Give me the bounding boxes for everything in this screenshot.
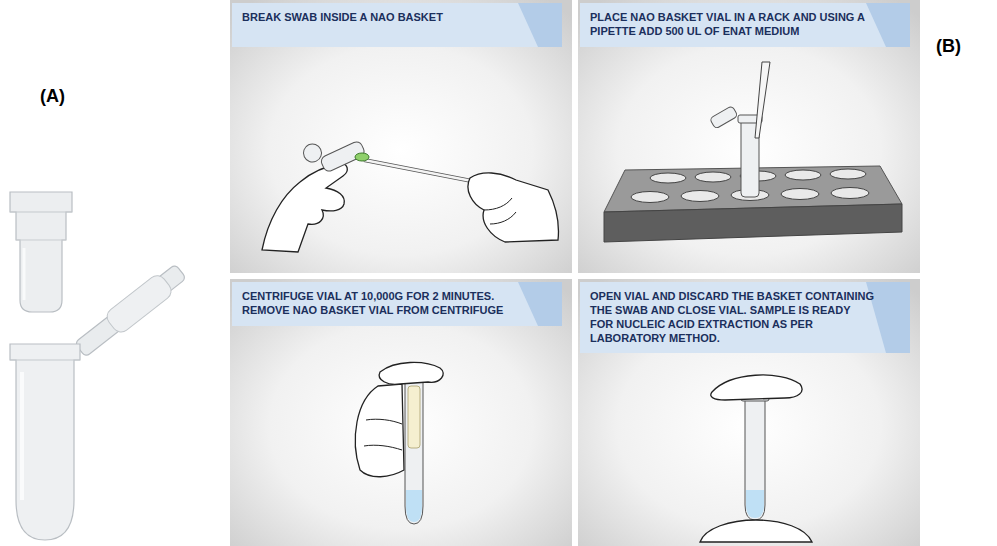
step-banner: CENTRIFUGE VIAL AT 10,000G FOR 2 MINUTES… <box>232 282 562 326</box>
banner-fill <box>580 282 910 353</box>
banner-tab <box>518 282 562 326</box>
liquid <box>746 490 764 518</box>
liquid <box>406 490 422 522</box>
finger <box>711 375 802 400</box>
rack-hole <box>781 189 819 200</box>
break-swab-illustration <box>262 125 559 252</box>
panel-label: (B) <box>936 36 961 57</box>
vial-rim <box>10 360 80 361</box>
nao-basket <box>10 192 72 312</box>
banner-tab <box>518 3 562 47</box>
vial <box>745 398 765 520</box>
banner-fill <box>580 3 910 47</box>
thumb <box>379 362 443 384</box>
step-text: BREAK SWAB INSIDE A NAO BASKET <box>242 10 526 24</box>
rack-hole <box>831 188 869 199</box>
rack-front <box>604 204 902 242</box>
swab-stick <box>364 160 482 183</box>
banner-shape <box>232 3 562 47</box>
hand <box>262 164 347 252</box>
swab-stick <box>364 160 482 183</box>
vial-body <box>10 344 80 540</box>
rack-hole <box>650 173 686 183</box>
basket-rim <box>10 212 72 213</box>
panel-ground <box>230 0 572 273</box>
banner-shape <box>580 3 910 47</box>
step-banner: BREAK SWAB INSIDE A NAO BASKET <box>232 3 562 47</box>
panel-ground <box>578 279 920 546</box>
basket-step <box>16 240 66 241</box>
vial-cap-flap <box>74 264 186 357</box>
step-banner: OPEN VIAL AND DISCARD THE BASKET CONTAIN… <box>580 282 910 353</box>
basket-body <box>10 192 72 312</box>
vial-cap <box>104 272 175 336</box>
rack-hole <box>785 170 821 180</box>
banner-fill <box>232 282 562 326</box>
finger-line <box>364 419 402 450</box>
banner-fill <box>232 3 562 47</box>
vial <box>405 382 423 524</box>
panel-ground <box>230 279 572 546</box>
panel-ground <box>578 0 920 273</box>
step-text: PLACE NAO BASKET VIAL IN A RACK AND USIN… <box>590 10 874 38</box>
pipette <box>755 62 770 138</box>
rack-illustration <box>604 62 902 242</box>
panel-label: (A) <box>40 86 65 107</box>
vial-cap <box>709 106 738 129</box>
hand <box>700 520 812 542</box>
closed-vial-illustration <box>700 375 812 542</box>
vial <box>10 261 189 540</box>
vial-shine <box>20 372 24 500</box>
finger-line <box>484 198 516 224</box>
rack-hole <box>695 172 731 182</box>
rack-hole <box>631 192 669 203</box>
step-banner: PLACE NAO BASKET VIAL IN A RACK AND USIN… <box>580 3 910 47</box>
swab-tip <box>355 153 369 161</box>
centrifuge-illustration <box>355 362 443 524</box>
basket <box>408 386 420 448</box>
step-text: CENTRIFUGE VIAL AT 10,000G FOR 2 MINUTES… <box>242 289 526 317</box>
step-text: OPEN VIAL AND DISCARD THE BASKET CONTAIN… <box>590 289 874 345</box>
basket-shine <box>23 248 26 300</box>
hand <box>468 173 559 242</box>
banner-shape <box>232 282 562 326</box>
rack-hole <box>830 169 866 179</box>
banner-tab <box>866 3 910 47</box>
basket-cap <box>300 141 324 165</box>
hand <box>355 384 404 477</box>
rack-hole <box>681 191 719 202</box>
